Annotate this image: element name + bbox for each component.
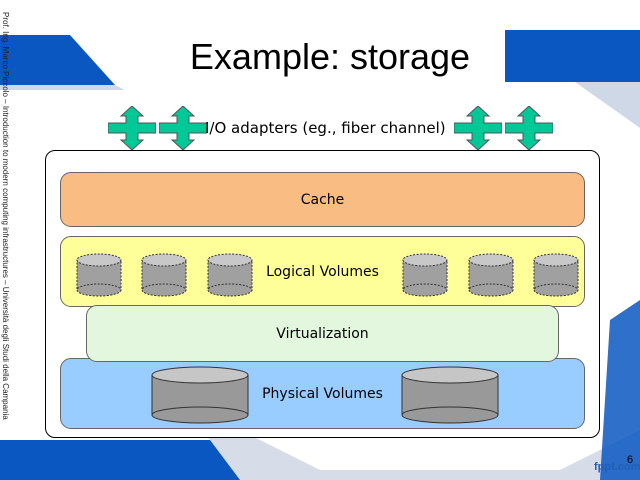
logical-volume-cylinder-icon xyxy=(207,253,253,297)
logical-volume-cylinder-icon xyxy=(468,253,514,297)
logical-volume-cylinder-icon xyxy=(533,253,579,297)
io-adapter-arrow-icon xyxy=(108,106,156,150)
logical-volume-cylinder-icon xyxy=(76,253,122,297)
io-adapter-arrow-icon xyxy=(159,106,207,150)
logical-volumes-label: Logical Volumes xyxy=(266,263,379,280)
io-adapter-arrow-icon xyxy=(505,106,553,150)
io-adapter-arrow-icon xyxy=(454,106,502,150)
virtualization-label: Virtualization xyxy=(276,325,369,342)
physical-volumes-layer: Physical Volumes xyxy=(60,358,585,429)
io-adapters-label: I/O adapters (eg., fiber channel) xyxy=(205,119,446,137)
logical-volume-cylinder-icon xyxy=(141,253,187,297)
physical-volume-cylinder-icon xyxy=(151,366,249,424)
page-number: 6 xyxy=(627,454,634,466)
cache-label: Cache xyxy=(300,191,345,208)
cache-layer: Cache xyxy=(60,172,585,227)
physical-volumes-label: Physical Volumes xyxy=(262,385,383,402)
side-credit-text: Prof. Ing. Marco Piccolo – Introduction … xyxy=(1,12,10,420)
virtualization-layer: Virtualization xyxy=(86,305,559,362)
physical-volume-cylinder-icon xyxy=(401,366,499,424)
footer-brand: fppt.com xyxy=(594,461,640,473)
slide-title: Example: storage xyxy=(189,36,471,77)
logical-volume-cylinder-icon xyxy=(402,253,448,297)
